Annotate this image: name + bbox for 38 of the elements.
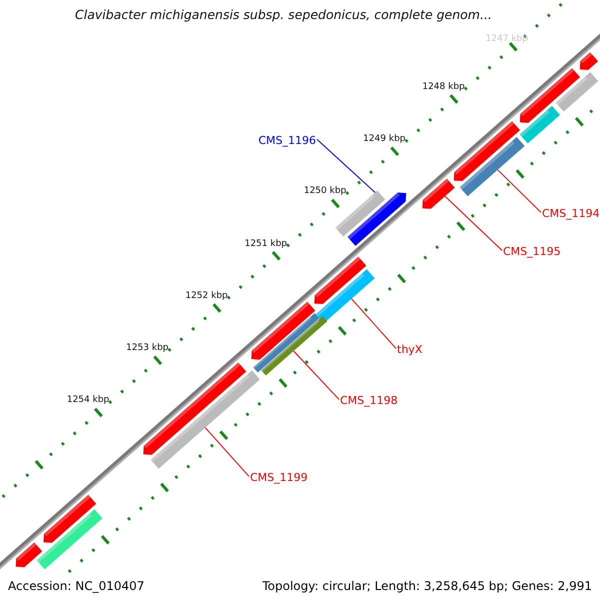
scale-label: 1248 kbp — [422, 82, 465, 92]
gene-feature — [460, 136, 525, 196]
scale-label: 1253 kbp — [126, 343, 169, 354]
gene-feature — [314, 256, 366, 304]
gene-feature — [520, 68, 580, 123]
leader-line — [497, 169, 542, 213]
gene-feature — [556, 72, 598, 112]
scale-label: 1252 kbp — [185, 290, 228, 302]
gene-feature — [253, 313, 320, 373]
gene-feature — [520, 106, 560, 144]
gene-label: CMS_1194 — [542, 208, 600, 221]
gene-feature — [580, 52, 598, 70]
gene-label: CMS_1195 — [503, 246, 561, 259]
gene-label: thyX — [397, 344, 422, 357]
scale-label: 1250 kbp — [304, 186, 346, 197]
scale-label: 1254 kbp — [66, 395, 110, 406]
leader-line — [204, 427, 250, 477]
gene-feature — [454, 121, 520, 181]
title: Clavibacter michiganensis subsp. sepedonicus, complete genom... — [75, 8, 492, 22]
gene-feature — [143, 362, 246, 455]
gene-feature — [150, 370, 260, 469]
leader-line — [350, 298, 396, 349]
gene-feature — [36, 509, 102, 570]
gene-feature — [422, 178, 455, 209]
gene-feature — [261, 316, 328, 376]
gene-feature — [251, 302, 316, 360]
gene-label: CMS_1199 — [250, 472, 308, 485]
gene-feature — [348, 192, 406, 246]
gene-feature — [16, 542, 42, 568]
leader-line — [293, 350, 340, 400]
gene-label: CMS_1196 — [258, 135, 316, 148]
gene-feature — [43, 494, 96, 543]
gene-feature — [316, 269, 375, 324]
leader-line — [444, 196, 502, 251]
scale-label: 1251 kbp — [244, 238, 288, 250]
scale-label: 1249 kbp — [363, 134, 406, 145]
gene-label: CMS_1198 — [340, 395, 398, 408]
leader-line — [316, 138, 376, 194]
